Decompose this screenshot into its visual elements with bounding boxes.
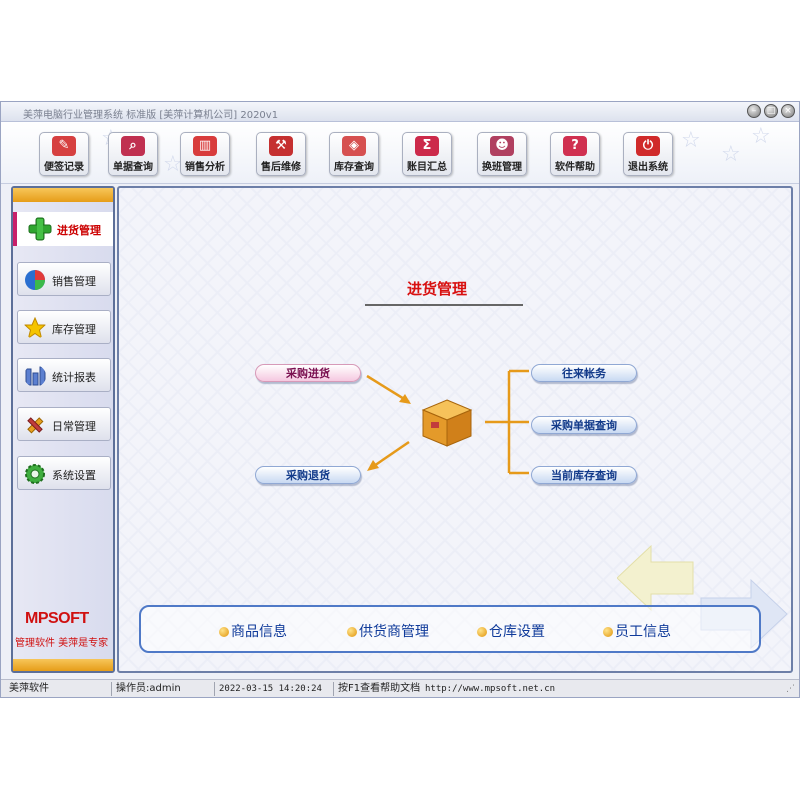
software-help-label: 软件帮助 [555,162,595,173]
stock-query-button[interactable]: 当前库存查询 [531,466,637,484]
sidebar-item-label: 进货管理 [57,224,101,237]
sidebar-bottom-bar [13,659,113,671]
account-summary-button[interactable]: Σ 账目汇总 [402,132,452,176]
supplier-management-link[interactable]: 供货商管理 [347,621,429,641]
purchase-query-button[interactable]: 采购单据查询 [531,416,637,434]
tools-icon [27,417,44,434]
sidebar-item-label: 销售管理 [52,275,96,288]
screwdriver-icon: ⚒ [269,136,293,156]
product-info-link[interactable]: 商品信息 [219,621,287,641]
arrow-purchase-in [366,374,410,404]
arrow-head-icon [367,460,379,471]
shift-management-label: 换班管理 [482,162,522,173]
link-label: 商品信息 [231,624,287,640]
bullet-icon [477,627,487,637]
flow-connectors [366,369,529,475]
document-query-button[interactable]: ⌕ 单据查询 [108,132,158,176]
status-bar: 美萍软件 操作员:admin 2022-03-15 14:20:24 按F1查看… [1,679,799,697]
people-icon: ☻ [490,136,514,156]
notes-button[interactable]: ✎ 便签记录 [39,132,89,176]
sales-analysis-label: 销售分析 [185,162,225,173]
page-title: 进货管理 [407,280,468,298]
sidebar-item-label: 库存管理 [52,323,96,336]
pie-chart-icon [25,270,45,290]
exit-system-label: 退出系统 [628,162,668,173]
sidebar-item-label: 系统设置 [52,469,96,482]
quick-links-panel: 商品信息 供货商管理 仓库设置 员工信息 [139,605,761,653]
gear-icon [25,464,45,484]
brand-text: MPSOFT [25,610,89,627]
link-label: 仓库设置 [489,624,545,640]
sidebar: 进货管理 销售管理 库存管理 统计报表 [11,186,115,673]
sidebar-item-system-settings[interactable]: 系统设置 [17,456,111,490]
title-underline [365,304,523,306]
software-help-button[interactable]: ? 软件帮助 [550,132,600,176]
title-bar: 美萍电脑行业管理系统 标准版 [美萍计算机公司] 2020v1 – □ × [1,102,799,122]
shift-management-button[interactable]: ☻ 换班管理 [477,132,527,176]
question-icon: ? [563,136,587,156]
app-window: 美萍电脑行业管理系统 标准版 [美萍计算机公司] 2020v1 – □ × ☆ … [0,101,800,698]
left-arrow-decoration-icon [617,544,694,612]
power-icon: ⏻ [636,136,660,156]
bars-icon [25,366,46,386]
bullet-icon [347,627,357,637]
status-operator: 操作员:admin [111,682,213,696]
sidebar-item-label: 日常管理 [52,420,96,433]
link-label: 员工信息 [615,624,671,640]
toolbar: ☆ ☆ ☆ ☆ ☆ ✎ 便签记录 ⌕ 单据查询 ▥ 销售分析 ⚒ 售后维修 ◈ … [1,122,799,184]
sidebar-item-label: 统计报表 [52,371,96,384]
accounts-button[interactable]: 往来帐务 [531,364,637,382]
sidebar-item-daily-management[interactable]: 日常管理 [17,407,111,441]
magnifier-icon: ⌕ [121,136,145,156]
account-summary-label: 账目汇总 [407,162,447,173]
sidebar-item-sales-management[interactable]: 销售管理 [17,262,111,296]
star-decoration-icon: ☆ [751,124,771,149]
employee-info-link[interactable]: 员工信息 [603,621,671,641]
resize-grip-icon[interactable]: ⋰ [786,684,795,694]
sidebar-item-purchase-management[interactable]: 进货管理 [13,212,113,246]
boxes-icon: ◈ [342,136,366,156]
bullet-icon [603,627,613,637]
pencil-icon: ✎ [52,136,76,156]
purchase-in-button[interactable]: 采购进货 [255,364,361,382]
inventory-query-button[interactable]: ◈ 库存查询 [329,132,379,176]
close-button[interactable]: × [781,104,795,118]
star-decoration-icon: ☆ [721,142,741,167]
sidebar-item-inventory-management[interactable]: 库存管理 [17,310,111,344]
maximize-button[interactable]: □ [764,104,778,118]
window-title: 美萍电脑行业管理系统 标准版 [美萍计算机公司] 2020v1 [23,110,279,121]
star-icon [24,317,46,339]
after-sales-repair-button[interactable]: ⚒ 售后维修 [256,132,306,176]
warehouse-settings-link[interactable]: 仓库设置 [477,621,545,641]
after-sales-repair-label: 售后维修 [261,162,301,173]
inventory-query-label: 库存查询 [334,162,374,173]
package-box-icon [421,399,473,447]
sidebar-top-bar [13,188,113,202]
arrow-purchase-return [370,440,410,470]
status-help: 按F1查看帮助文档 [333,682,420,696]
mpsoft-logo: MPSOFT [25,610,89,628]
star-decoration-icon: ☆ [163,152,183,177]
brand-slogan: 管理软件 美萍是专家 [15,638,109,649]
status-datetime: 2022-03-15 14:20:24 [214,682,332,696]
status-url[interactable]: http://www.mpsoft.net.cn [425,684,556,694]
plus-icon [28,217,52,241]
bar-chart-icon: ▥ [193,136,217,156]
arrow-head-icon [399,394,411,404]
minimize-button[interactable]: – [747,104,761,118]
document-query-label: 单据查询 [113,162,153,173]
bullet-icon [219,627,229,637]
main-panel: 进货管理 采购进货 采购退货 往来帐务 采购单据查询 当前库存查询 [117,186,793,673]
notes-label: 便签记录 [44,162,84,173]
window-controls: – □ × [747,104,795,118]
sigma-icon: Σ [415,136,439,156]
sidebar-item-statistics-reports[interactable]: 统计报表 [17,358,111,392]
exit-system-button[interactable]: ⏻ 退出系统 [623,132,673,176]
link-label: 供货商管理 [359,624,429,640]
sales-analysis-button[interactable]: ▥ 销售分析 [180,132,230,176]
star-decoration-icon: ☆ [681,128,701,153]
status-app-name: 美萍软件 [9,683,49,694]
purchase-return-button[interactable]: 采购退货 [255,466,361,484]
